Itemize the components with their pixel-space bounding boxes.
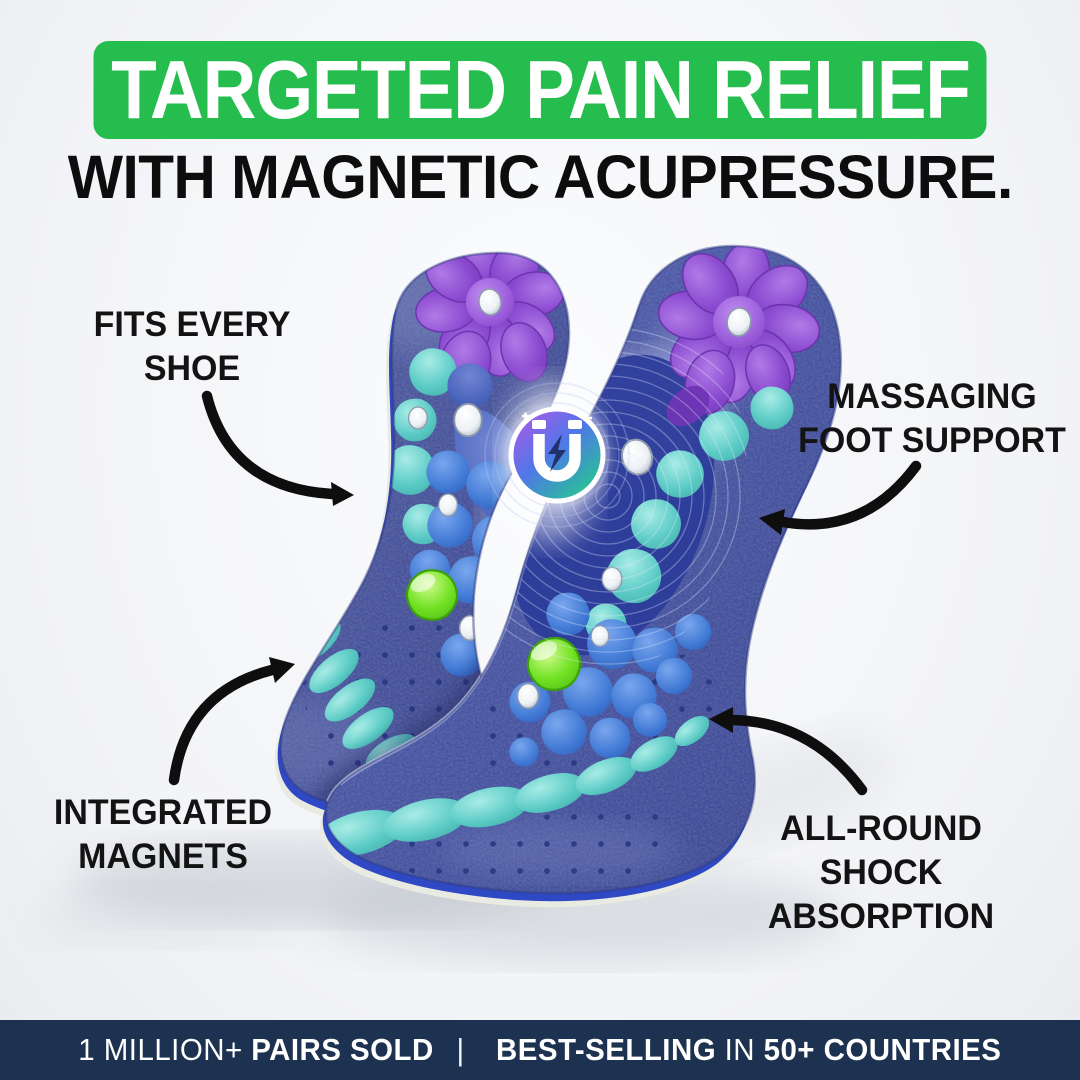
arrow-heads (269, 482, 785, 733)
arrow-fits-every-shoe (201, 390, 338, 500)
footer-bar: 1 MILLION+ PAIRS SOLD | BEST-SELLING IN … (0, 1020, 1080, 1080)
callout-massaging-foot-support: MASSAGING FOOT SUPPORT (798, 377, 1066, 460)
headline-text: TARGETED PAIN RELIEF (110, 43, 971, 136)
subtitle: WITH MAGNETIC ACUPRESSURE. (0, 142, 1080, 212)
badge-rings (484, 382, 630, 528)
footer-text: 1 MILLION+ PAIRS SOLD | BEST-SELLING IN … (78, 1032, 1002, 1067)
callout-all-round-shock-absorption: ALL-ROUND SHOCK ABSORPTION (767, 809, 995, 936)
callout-fits-every-shoe: FITS EVERY SHOE (93, 305, 291, 388)
arrow-all-round-shock (727, 714, 868, 796)
arrow-massaging-foot-support (777, 460, 922, 530)
magnet-icon (522, 412, 592, 482)
gel-gem-right (523, 633, 585, 695)
magnet-badge (508, 406, 606, 504)
arrow-integrated-magnets (168, 664, 278, 786)
subtitle-text: WITH MAGNETIC ACUPRESSURE. (67, 143, 1013, 211)
gel-gem-left (403, 566, 461, 624)
callout-arrows (168, 390, 922, 796)
headline-banner: TARGETED PAIN RELIEF (93, 41, 987, 139)
callout-integrated-magnets: INTEGRATED MAGNETS (53, 793, 273, 876)
